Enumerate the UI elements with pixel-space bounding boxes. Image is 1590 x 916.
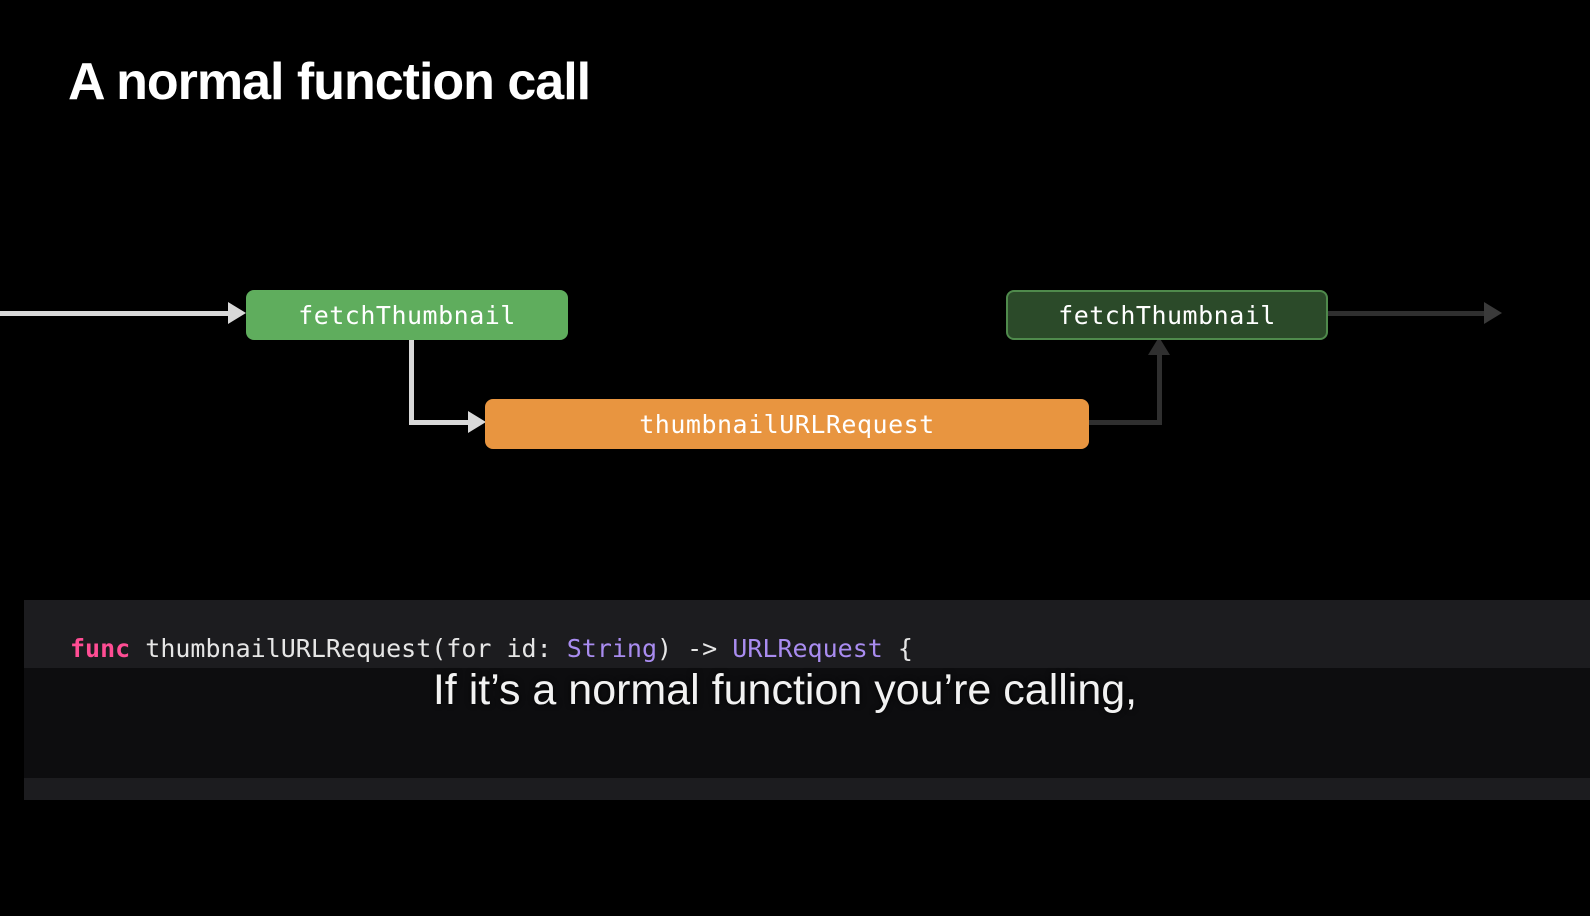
code-token-plain: { — [882, 634, 913, 663]
connector-entry-line — [0, 311, 232, 316]
connector-return-vertical — [1157, 350, 1162, 425]
caption-text: If it’s a normal function you’re calling… — [432, 666, 1138, 714]
connector-entry-arrowhead-icon — [228, 302, 246, 324]
connector-call-vertical — [409, 340, 414, 425]
code-token-plain: ) -> — [657, 634, 733, 663]
diagram-node-thumbnail-url-request: thumbnailURLRequest — [485, 399, 1089, 449]
connector-call-horizontal — [409, 420, 473, 425]
code-block-dim-overlay — [24, 668, 1590, 778]
connector-call-arrowhead-icon — [468, 411, 486, 433]
connector-return-arrowhead-icon — [1148, 337, 1170, 355]
diagram-node-label: thumbnailURLRequest — [639, 409, 935, 439]
player-control-bar: 15:27 / 33:38 — [0, 800, 1590, 916]
connector-exit-line — [1328, 311, 1488, 316]
diagram-node-label: fetchThumbnail — [298, 300, 516, 330]
code-token-keyword: func — [70, 634, 131, 663]
diagram-node-fetch-thumbnail-suspended: fetchThumbnail — [1006, 290, 1328, 340]
code-token-type: String — [566, 634, 658, 663]
code-token-plain: thumbnailURLRequest(for id: — [130, 634, 567, 663]
connector-return-horizontal — [1089, 420, 1162, 425]
code-token-type: URLRequest — [732, 634, 883, 663]
connector-exit-arrowhead-icon — [1484, 302, 1502, 324]
code-line: func thumbnailURLRequest(for id: String)… — [24, 600, 1590, 668]
slide-canvas: A normal function call fetchThumbnail fe… — [0, 53, 1590, 800]
diagram-node-fetch-thumbnail-active: fetchThumbnail — [246, 290, 568, 340]
page-title: A normal function call — [68, 53, 591, 111]
diagram-node-label: fetchThumbnail — [1058, 300, 1276, 330]
